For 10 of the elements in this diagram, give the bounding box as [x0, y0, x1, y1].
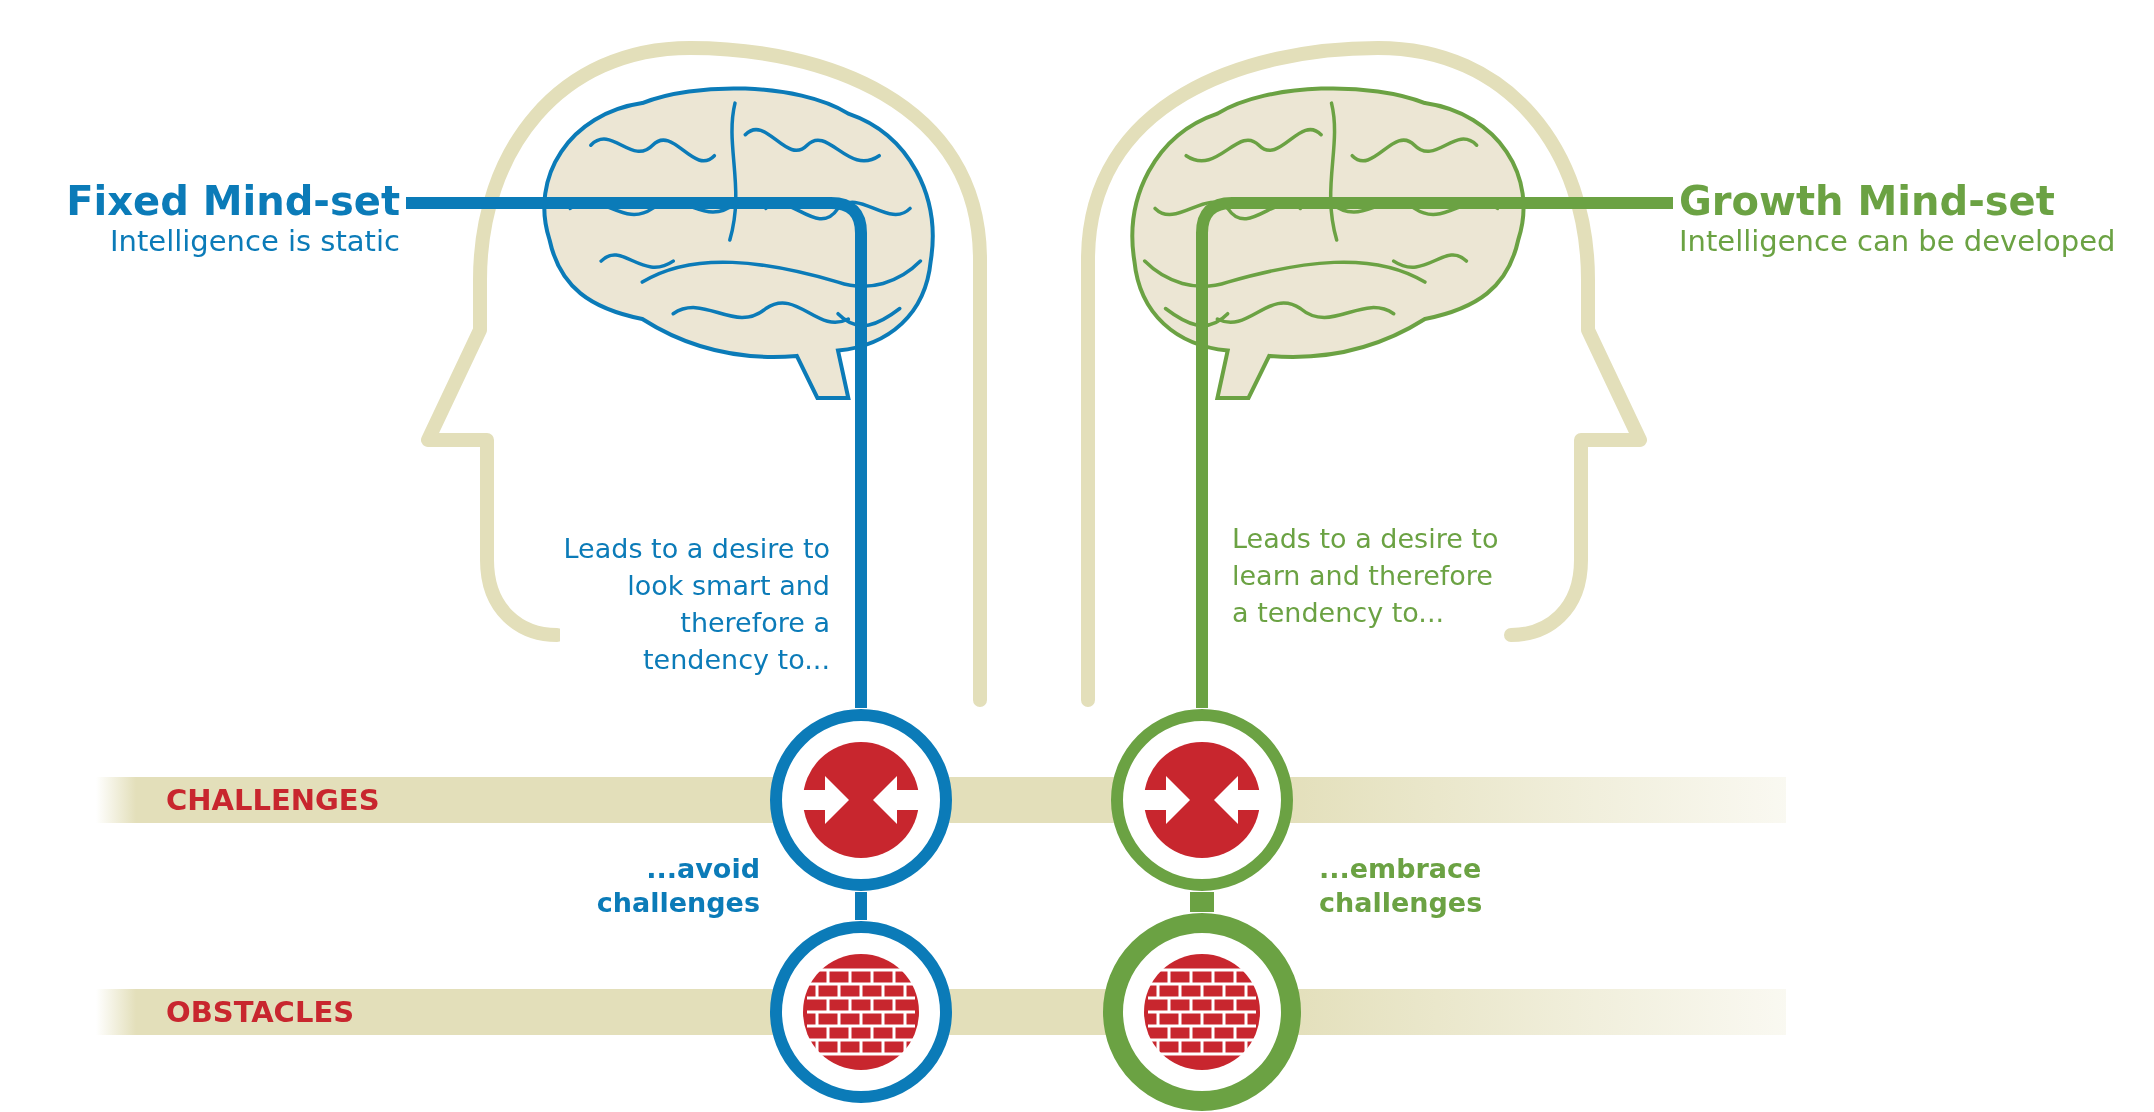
heading: Fixed Mind-set — [65, 178, 400, 224]
connector-line — [1196, 197, 1673, 708]
subheading: Intelligence is static — [109, 224, 400, 258]
heading: Growth Mind-set — [1679, 178, 2056, 224]
connector-line — [855, 892, 867, 920]
node-caption: ...avoid challenges — [595, 852, 760, 920]
connector-line — [1190, 892, 1214, 912]
connector-line — [406, 197, 867, 708]
subheading: Intelligence can be developed — [1679, 224, 2117, 258]
node-caption: ...embrace challenges — [1319, 852, 1484, 920]
